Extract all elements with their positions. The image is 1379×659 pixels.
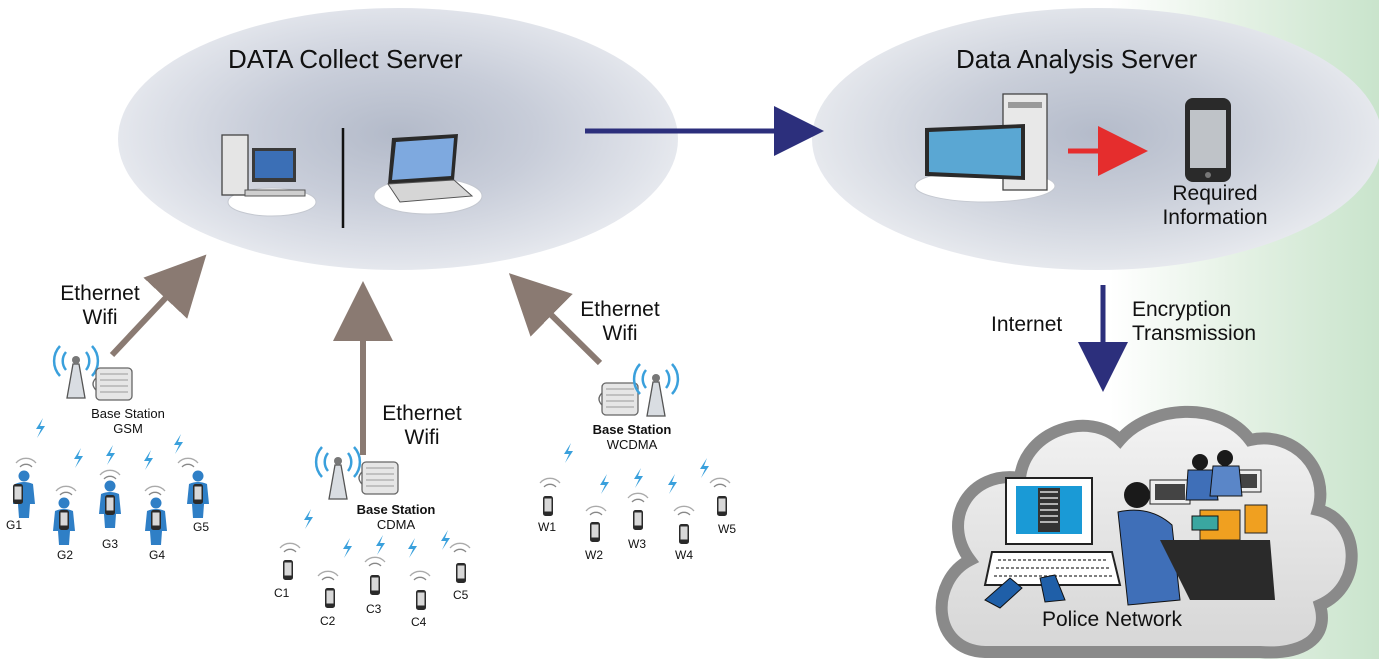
cdma-station-label: Base Station CDMA bbox=[346, 502, 446, 532]
gsm-link-line2: Wifi bbox=[82, 306, 118, 329]
cdma-base-station-icon bbox=[314, 445, 399, 501]
wcdma-station-label: Base Station WCDMA bbox=[582, 422, 682, 452]
wcdma-link-line2: Wifi bbox=[602, 322, 638, 345]
laptop-icon bbox=[373, 134, 483, 215]
device-label-g4: G4 bbox=[149, 548, 166, 562]
wcdma-uplink-arrow bbox=[508, 273, 603, 366]
device-label-g1: G1 bbox=[6, 518, 23, 532]
gsm-uplink-arrow bbox=[109, 254, 207, 358]
smartphone-icon bbox=[1185, 98, 1231, 182]
device-label-w2: W2 bbox=[585, 548, 603, 562]
internet-label: Internet bbox=[991, 313, 1063, 336]
device-label-g3: G3 bbox=[102, 537, 119, 551]
device-label-c1: C1 bbox=[274, 586, 290, 600]
device-label-w4: W4 bbox=[675, 548, 693, 562]
wcdma-station-type: WCDMA bbox=[606, 437, 658, 452]
wcdma-link-line1: Ethernet bbox=[580, 298, 660, 321]
gsm-station-type: GSM bbox=[113, 421, 143, 436]
device-label-g5: G5 bbox=[193, 520, 210, 534]
analysis-server-title: Data Analysis Server bbox=[956, 44, 1198, 74]
police-operators-illustration bbox=[983, 450, 1275, 609]
police-network-label: Police Network bbox=[1042, 608, 1183, 631]
cdma-link-line1: Ethernet bbox=[382, 402, 462, 425]
wcdma-devices bbox=[539, 443, 731, 544]
desktop-computer-icon bbox=[221, 134, 317, 217]
required-information-label: Required Information bbox=[1135, 182, 1295, 230]
encryption-line1: Encryption bbox=[1132, 298, 1232, 321]
required-line2: Information bbox=[1162, 206, 1268, 229]
cdma-link-line2: Wifi bbox=[404, 426, 440, 449]
wcdma-station-name: Base Station bbox=[592, 422, 672, 437]
encryption-line2: Transmission bbox=[1132, 322, 1257, 345]
device-label-w5: W5 bbox=[718, 522, 736, 536]
wcdma-link-label: Ethernet Wifi bbox=[560, 298, 680, 346]
device-label-c5: C5 bbox=[453, 588, 469, 602]
collect-server-title: DATA Collect Server bbox=[228, 44, 463, 74]
device-label-c4: C4 bbox=[411, 615, 427, 629]
gsm-station-name: Base Station bbox=[91, 406, 165, 421]
cdma-station-name: Base Station bbox=[356, 502, 436, 517]
device-label-w3: W3 bbox=[628, 537, 646, 551]
gsm-station-label: Base Station GSM bbox=[78, 406, 178, 436]
analysis-server-cloud bbox=[812, 8, 1379, 270]
cdma-link-label: Ethernet Wifi bbox=[362, 402, 482, 450]
device-label-w1: W1 bbox=[538, 520, 556, 534]
device-label-c3: C3 bbox=[366, 602, 382, 616]
cdma-station-type: CDMA bbox=[376, 517, 416, 532]
encryption-label: Encryption Transmission bbox=[1132, 298, 1256, 346]
gsm-link-line1: Ethernet bbox=[60, 282, 140, 305]
device-label-c2: C2 bbox=[320, 614, 336, 628]
required-line1: Required bbox=[1172, 182, 1258, 205]
gsm-base-station-icon bbox=[52, 344, 133, 401]
wcdma-base-station-icon bbox=[598, 362, 680, 418]
gsm-devices bbox=[13, 418, 209, 545]
workstation-icon bbox=[914, 93, 1056, 203]
device-label-g2: G2 bbox=[57, 548, 74, 562]
gsm-link-label: Ethernet Wifi bbox=[40, 282, 160, 330]
